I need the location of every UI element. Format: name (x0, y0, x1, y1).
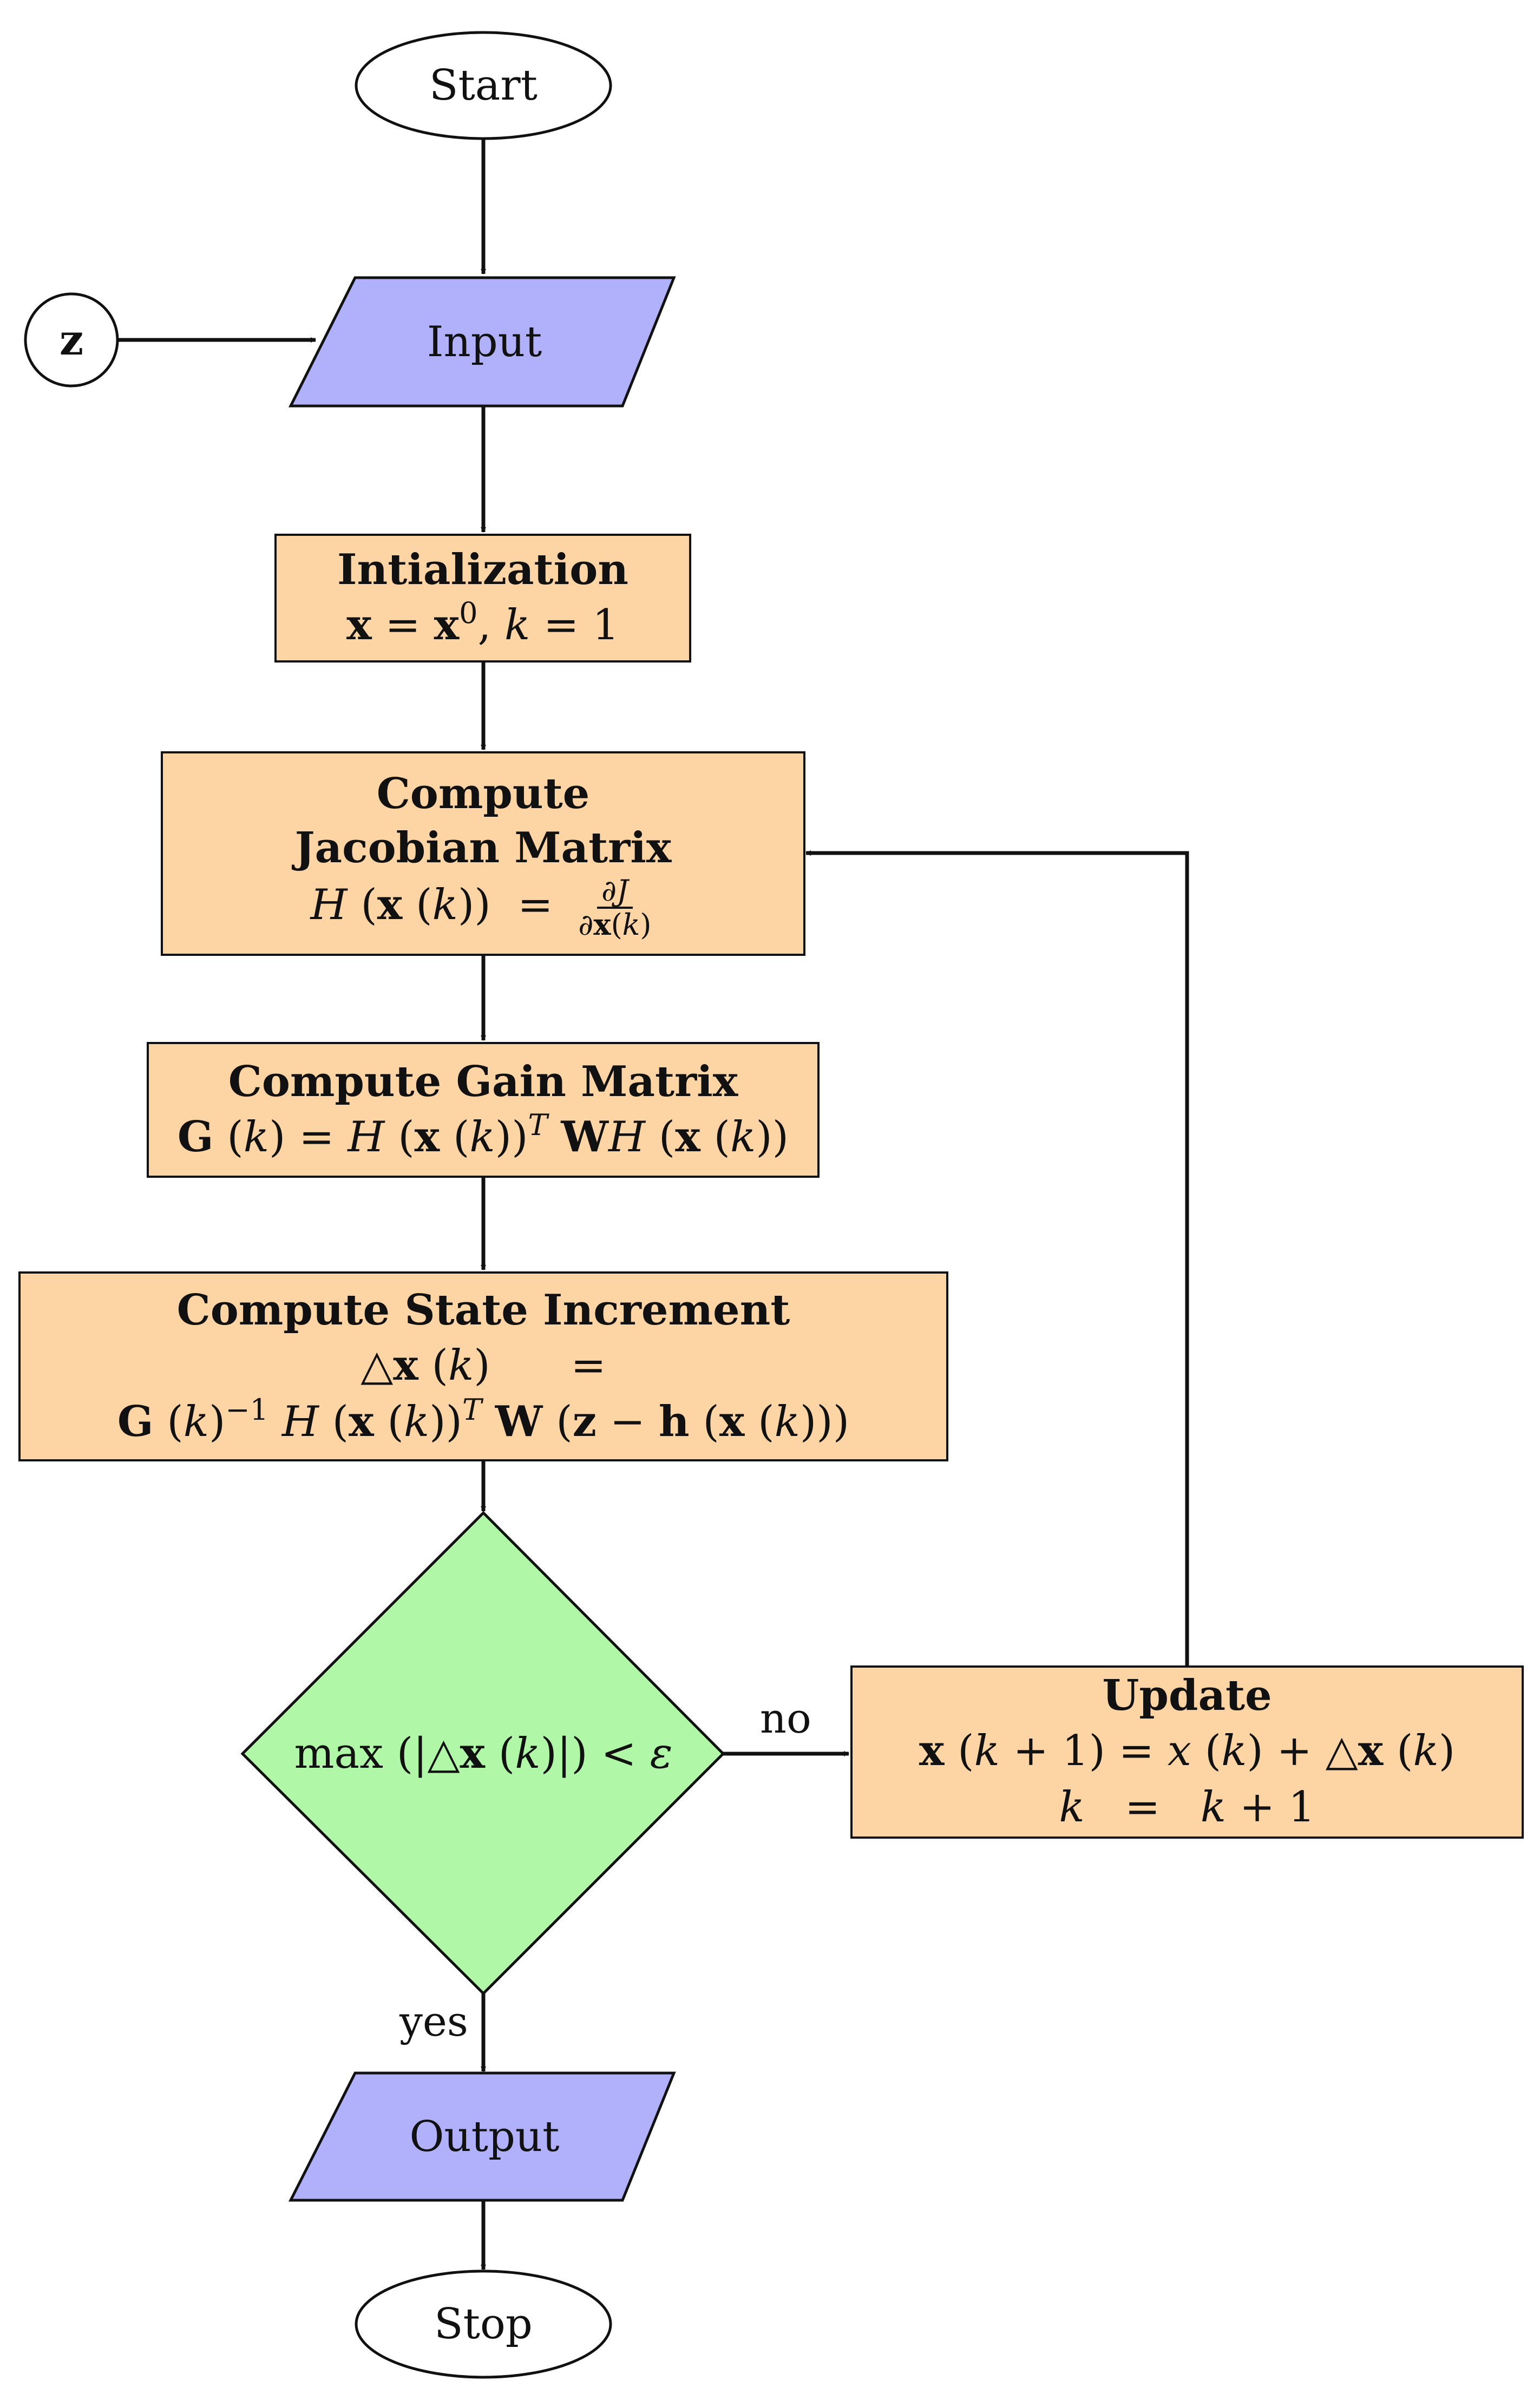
start-label: Start (429, 61, 538, 110)
edge-label-no: no (760, 1694, 811, 1742)
decision-formula: max (|△x (k)|) < ε (294, 1729, 673, 1778)
stop-terminal-shape (355, 2270, 612, 2379)
update-formula-line1: x (k + 1) = x (k) + △x (k) (919, 1726, 1456, 1775)
gain-node: Compute Gain Matrix G (k) = H (x (k))T W… (147, 1042, 820, 1178)
start-node: Start (356, 32, 611, 139)
gain-title: Compute Gain Matrix (228, 1057, 738, 1106)
z-connector-node: z (25, 294, 117, 386)
input-label: Input (427, 317, 542, 366)
edge-update-to-jacobian (805, 850, 1189, 1665)
jacobian-formula: H (x (k)) = ∂J∂x(k) (310, 873, 652, 942)
decision-node: max (|△x (k)|) < ε (254, 1710, 712, 1797)
update-formula-line2: k = k + 1 (1059, 1783, 1315, 1832)
gain-formula: G (k) = H (x (k))T WH (x (k)) (177, 1107, 789, 1162)
state-increment-node: Compute State Increment △x (k) = G (k)−1… (18, 1271, 948, 1461)
initialization-title: Intialization (337, 545, 628, 594)
input-node: Input (314, 278, 655, 406)
update-title: Update (1102, 1671, 1272, 1720)
jacobian-title-line2: Jacobian Matrix (294, 823, 672, 873)
output-shape (288, 2071, 676, 2202)
state-increment-formula-line2: G (k)−1 H (x (k))T W (z − h (x (k))) (117, 1392, 850, 1446)
initialization-node: Intialization x = x0, k = 1 (274, 534, 691, 663)
initialization-formula: x = x0, k = 1 (346, 596, 619, 650)
update-node: Update x (k + 1) = x (k) + △x (k) k = k … (850, 1665, 1524, 1839)
z-connector-label: z (59, 315, 84, 365)
state-increment-formula-line1: △x (k) = (361, 1340, 606, 1390)
stop-node: Stop (356, 2271, 611, 2377)
output-label: Output (409, 2112, 560, 2161)
state-increment-title: Compute State Increment (176, 1285, 790, 1335)
edge-label-yes: yes (399, 1997, 468, 2045)
jacobian-node: Compute Jacobian Matrix H (x (k)) = ∂J∂x… (161, 751, 805, 956)
output-node: Output (314, 2073, 655, 2200)
input-shape (288, 276, 676, 408)
stop-label: Stop (434, 2300, 533, 2349)
jacobian-title-line1: Compute (376, 769, 590, 818)
